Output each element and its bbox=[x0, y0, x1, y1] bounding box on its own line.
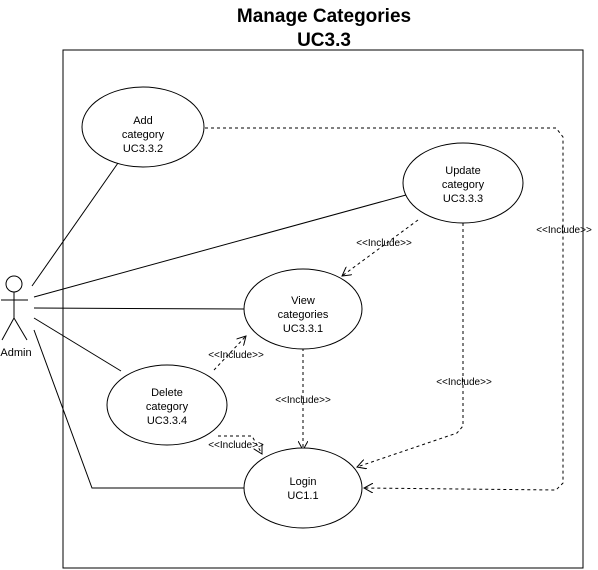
use-case-view-ellipse bbox=[243, 268, 363, 350]
use-case-view-line1: View bbox=[291, 295, 315, 307]
use-case-add-ellipse bbox=[81, 86, 205, 168]
use-case-login-line1: Login bbox=[290, 476, 317, 488]
use-case-add-category[interactable]: Add category UC3.3.2 bbox=[81, 86, 205, 168]
include-add-login bbox=[205, 127, 564, 490]
use-case-update-ellipse bbox=[402, 142, 524, 224]
include-update-login-label: <<Include>> bbox=[436, 377, 492, 388]
assoc-admin-delete bbox=[33, 317, 122, 372]
use-case-view-line3: UC3.3.1 bbox=[283, 323, 323, 335]
use-case-delete-category[interactable]: Delete category UC3.3.4 bbox=[106, 364, 228, 446]
diagram-title-line1: Manage Categories bbox=[237, 6, 411, 27]
use-case-update-line2: category bbox=[442, 179, 485, 191]
actor-left-leg bbox=[1, 317, 15, 341]
actor-right-leg bbox=[13, 317, 28, 341]
use-case-login[interactable]: Login UC1.1 bbox=[243, 447, 363, 529]
include-update-login bbox=[357, 223, 464, 467]
use-case-update-line3: UC3.3.3 bbox=[443, 193, 483, 205]
use-case-login-ellipse bbox=[243, 447, 363, 529]
include-delete-view-label: <<Include>> bbox=[208, 350, 264, 361]
use-case-add-line3: UC3.3.2 bbox=[123, 143, 163, 155]
use-case-update-line1: Update bbox=[445, 165, 480, 177]
use-case-view-categories[interactable]: View categories UC3.3.1 bbox=[243, 268, 363, 350]
use-case-view-line2: categories bbox=[278, 309, 329, 321]
include-add-login-label: <<Include>> bbox=[536, 225, 592, 236]
assoc-admin-add bbox=[31, 162, 119, 287]
use-case-delete-line2: category bbox=[146, 401, 189, 413]
diagram-title-line2: UC3.3 bbox=[297, 30, 351, 51]
include-view-login-label: <<Include>> bbox=[275, 395, 331, 406]
assoc-admin-view bbox=[33, 307, 245, 310]
system-boundary bbox=[62, 49, 584, 569]
use-case-add-line2: category bbox=[122, 129, 165, 141]
assoc-admin-login bbox=[33, 329, 245, 489]
use-case-delete-line3: UC3.3.4 bbox=[147, 415, 187, 427]
include-delete-login-label: <<Include>> bbox=[208, 440, 264, 451]
include-update-view bbox=[342, 219, 419, 276]
actor-head bbox=[5, 275, 23, 293]
actor-admin[interactable]: Admin bbox=[0, 275, 32, 359]
assoc-admin-update bbox=[33, 194, 407, 298]
use-case-delete-line1: Delete bbox=[151, 387, 183, 399]
use-case-update-category[interactable]: Update category UC3.3.3 bbox=[402, 142, 524, 224]
use-case-add-line1: Add bbox=[133, 115, 153, 127]
include-delete-view bbox=[213, 336, 246, 371]
actor-label: Admin bbox=[0, 347, 31, 359]
use-case-login-line2: UC1.1 bbox=[287, 490, 318, 502]
include-update-view-label: <<Include>> bbox=[356, 238, 412, 249]
use-case-delete-ellipse bbox=[106, 364, 228, 446]
